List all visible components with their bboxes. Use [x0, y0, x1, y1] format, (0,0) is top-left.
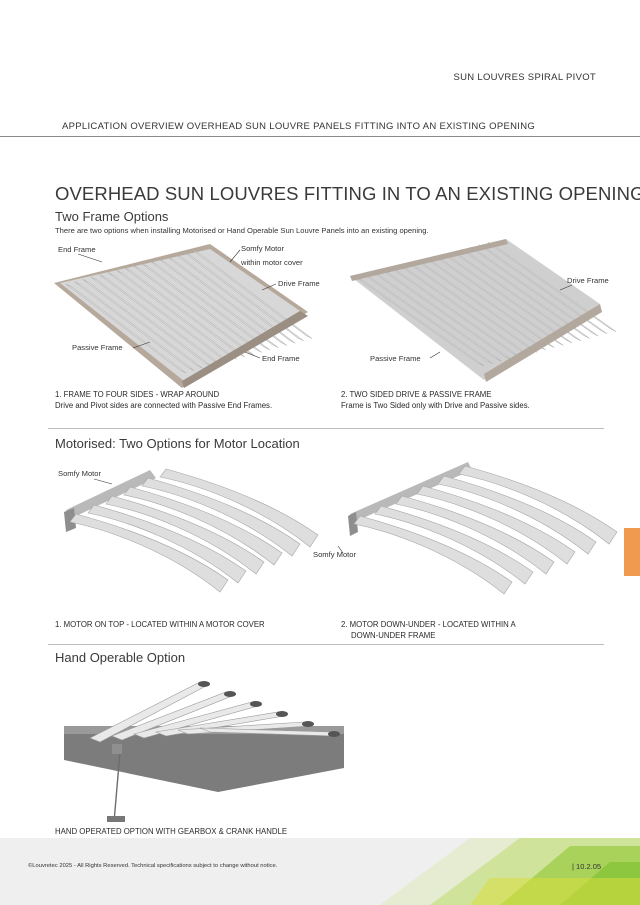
louvre-blade [141, 477, 301, 557]
section-overview: APPLICATION OVERVIEW OVERHEAD SUN LOUVRE… [62, 121, 536, 132]
section-tab-marker [624, 528, 640, 576]
louvre-blade [374, 505, 534, 585]
hand-caption: HAND OPERATED OPTION WITH GEARBOX & CRAN… [55, 827, 288, 836]
label-end-frame-top: End Frame [58, 245, 96, 254]
option2-title: 2. TWO SIDED DRIVE & PASSIVE FRAME [341, 390, 492, 399]
label-passive-frame-left: Passive Frame [72, 343, 123, 352]
louvre-blade [69, 513, 229, 593]
label-passive-frame-right: Passive Frame [370, 354, 421, 363]
louvre-blade [87, 504, 247, 584]
louvre-slat [149, 260, 271, 351]
louvre-slat [116, 269, 237, 360]
hand-heading: Hand Operable Option [55, 650, 186, 665]
footer-copyright: ©Louvretec 2025 - All Rights Reserved. T… [28, 863, 278, 869]
motor-option1-caption: 1. MOTOR ON TOP - LOCATED WITHIN A MOTOR… [55, 620, 265, 629]
motorised-heading: Motorised: Two Options for Motor Locatio… [55, 436, 300, 451]
louvre-blade [105, 495, 265, 575]
louvre-slat [124, 267, 245, 358]
louvre-slat [166, 256, 287, 346]
louvre-slat [191, 249, 313, 339]
louvre-slat [183, 251, 304, 342]
brand-title: SUN LOUVRES SPIRAL PIVOT [453, 72, 596, 83]
louvre-slat [74, 281, 195, 371]
louvre-blade [123, 486, 283, 566]
louvre-slat [141, 263, 262, 353]
label-somfy-motor-top: Somfy Motor [58, 469, 102, 478]
louvre-blade [416, 485, 576, 565]
louvre-slat [175, 253, 296, 344]
two-frame-intro: There are two options when installing Mo… [55, 226, 429, 235]
blade-end-cap [328, 731, 340, 737]
header-divider [0, 136, 640, 137]
label-within-motor-cover: within motor cover [241, 258, 303, 267]
louvre-blade [437, 475, 597, 555]
louvre-blade [353, 515, 513, 595]
section-divider-2 [48, 644, 604, 645]
section-divider-1 [48, 428, 604, 429]
blade-end-cap [250, 701, 262, 707]
blade-end-cap [224, 691, 236, 697]
label-drive-frame-left: Drive Frame [278, 279, 320, 288]
louvre-slat [65, 283, 187, 374]
motor-option2-caption-line1: 2. MOTOR DOWN-UNDER - LOCATED WITHIN A [341, 620, 516, 629]
louvre-slat [158, 258, 279, 348]
option2-desc: Frame is Two Sided only with Drive and P… [341, 401, 530, 410]
option1-title: 1. FRAME TO FOUR SIDES - WRAP AROUND [55, 390, 220, 399]
page-number: | 10.2.05 [572, 862, 602, 871]
page-title: OVERHEAD SUN LOUVRES FITTING IN TO AN EX… [55, 183, 640, 204]
label-drive-frame-right: Drive Frame [567, 276, 609, 285]
motor-option2-caption-line2: DOWN-UNDER FRAME [351, 631, 436, 640]
blade-end-cap [302, 721, 314, 727]
louvre-blade [159, 468, 319, 548]
label-somfy-motor: Somfy Motor [241, 244, 285, 253]
label-end-frame-bottom: End Frame [262, 354, 300, 363]
two-frame-heading: Two Frame Options [55, 209, 169, 224]
blade-end-cap [276, 711, 288, 717]
option1-desc: Drive and Pivot sides are connected with… [55, 401, 273, 410]
louvre-blade [395, 495, 555, 575]
label-somfy-motor-under: Somfy Motor [313, 550, 357, 559]
louvre-slat [82, 279, 203, 369]
louvre-blade [458, 465, 618, 545]
blade-end-cap [198, 681, 210, 687]
louvre-slat [133, 265, 254, 355]
